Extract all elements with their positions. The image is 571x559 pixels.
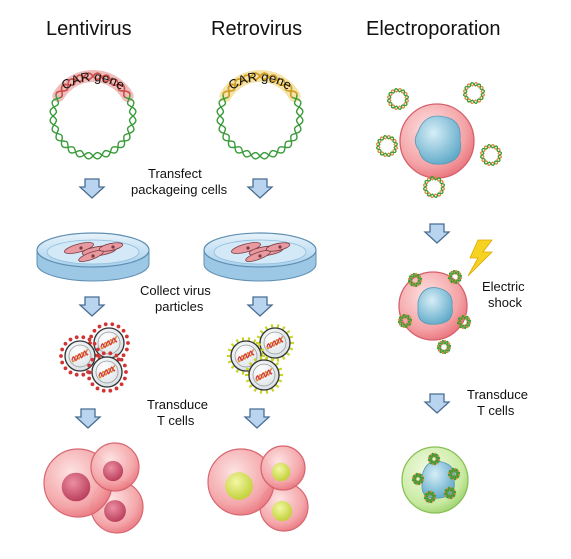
- tcell-retro-2-nucleus: [225, 472, 253, 500]
- mini-plasmid-10: [436, 339, 452, 355]
- mini-plasmid-15: [443, 486, 457, 500]
- mini-plasmid-3: [375, 134, 399, 158]
- arrow-lenti-2: [78, 296, 106, 317]
- nucleus-electro-2: [417, 287, 453, 325]
- arrow-electro-2: [423, 393, 451, 414]
- label-electric-line2: shock: [488, 295, 522, 310]
- label-transduce-virus-line2: T cells: [157, 413, 195, 428]
- mini-plasmid-14: [423, 490, 437, 504]
- arrow-retro-3: [243, 408, 271, 429]
- nucleus-electro-1: [414, 115, 462, 165]
- tcell-electro-1: [399, 103, 475, 179]
- petri-dish-retrovirus-cell-3: [265, 242, 291, 252]
- petri-dish-retrovirus-cell-0: [231, 242, 261, 254]
- mini-plasmid-1: [386, 87, 410, 111]
- label-transduce-virus-line1: Transduce: [147, 397, 208, 412]
- arrow-electro-1: [423, 223, 451, 244]
- tcell-retro-2: [207, 448, 275, 516]
- virus-lenti-1: [88, 322, 130, 364]
- tcell-retro-3-nucleus: [271, 462, 291, 482]
- tcell-lenti-1-nucleus: [104, 500, 126, 522]
- petri-dish-lentivirus: [36, 232, 150, 282]
- label-transduce-electro-line2: T cells: [477, 403, 515, 418]
- label-collect-line2: particles: [155, 299, 204, 314]
- petri-dish-lentivirus-cell-3: [98, 242, 124, 252]
- tcell-lenti-3: [90, 442, 140, 492]
- column-title-lentivirus: Lentivirus: [46, 18, 132, 40]
- tcell-lenti-2-nucleus: [61, 472, 91, 502]
- tcell-retro-1: [259, 482, 309, 532]
- tcell-lenti-3-nucleus: [102, 460, 124, 482]
- mini-plasmid-5: [422, 175, 446, 199]
- plasmid-retrovirus: CAR gene: [216, 69, 304, 160]
- plasmid-retrovirus-label: CAR gene: [226, 69, 295, 93]
- virus-retro-1: [256, 324, 294, 362]
- mini-plasmid-4: [479, 143, 503, 167]
- tcell-retro-3: [260, 445, 306, 491]
- mini-plasmid-11: [427, 452, 441, 466]
- mini-plasmid-8: [397, 313, 413, 329]
- column-title-electroporation: Electroporation: [366, 18, 501, 40]
- petri-dish-retrovirus: [203, 232, 317, 282]
- mini-plasmid-6: [407, 272, 423, 288]
- petri-dish-lentivirus-cell-0: [64, 242, 94, 254]
- mini-plasmid-7: [447, 269, 463, 285]
- label-electric-line1: Electric: [482, 279, 525, 294]
- plasmid-lentivirus: CAR gene: [49, 69, 137, 160]
- tcell-electro-2: [398, 271, 468, 341]
- label-transfect-line2: packageing cells: [131, 182, 228, 197]
- lightning-icon: [467, 239, 493, 277]
- virus-retro-3: [245, 356, 283, 394]
- column-title-retrovirus: Retrovirus: [211, 18, 303, 40]
- mini-plasmid-13: [447, 467, 461, 481]
- mini-plasmid-9: [456, 314, 472, 330]
- label-collect-line1: Collect virus: [140, 283, 211, 298]
- label-transfect-line1: Transfect: [148, 166, 202, 181]
- tcell-retro-1-nucleus: [271, 500, 293, 522]
- mini-plasmid-2: [462, 81, 486, 105]
- label-transduce-electro-line1: Transduce: [467, 387, 528, 402]
- mini-plasmid-12: [411, 472, 425, 486]
- arrow-retro-2: [246, 296, 274, 317]
- arrow-retro-1: [246, 178, 274, 199]
- arrow-lenti-3: [74, 408, 102, 429]
- arrow-lenti-1: [78, 178, 106, 199]
- plasmid-lentivirus-label: CAR gene: [59, 69, 128, 93]
- virus-lenti-3: [86, 351, 128, 393]
